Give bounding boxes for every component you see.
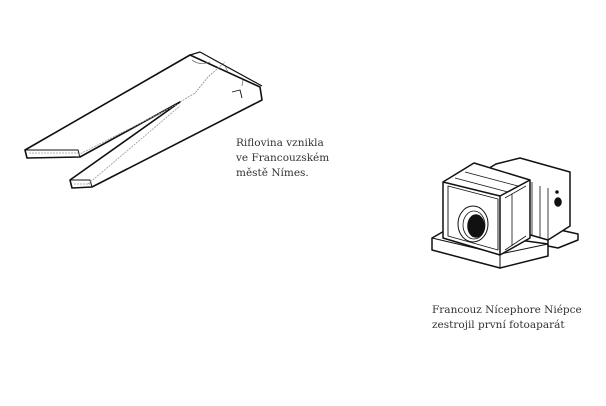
jeans-caption: Riflovina vznikla ve Francouzském městě … — [236, 136, 329, 181]
jeans-icon — [24, 51, 263, 189]
caption-line: Riflovina vznikla — [236, 137, 324, 149]
camera-icon — [431, 157, 579, 269]
caption-line: zestrojil první fotoaparát — [432, 319, 565, 331]
caption-line: městě Nímes. — [236, 167, 309, 179]
camera-caption: Francouz Nícephore Niépce zestrojil prvn… — [432, 303, 582, 333]
caption-line: Francouz Nícephore Niépce — [432, 304, 582, 316]
caption-line: ve Francouzském — [236, 152, 330, 164]
